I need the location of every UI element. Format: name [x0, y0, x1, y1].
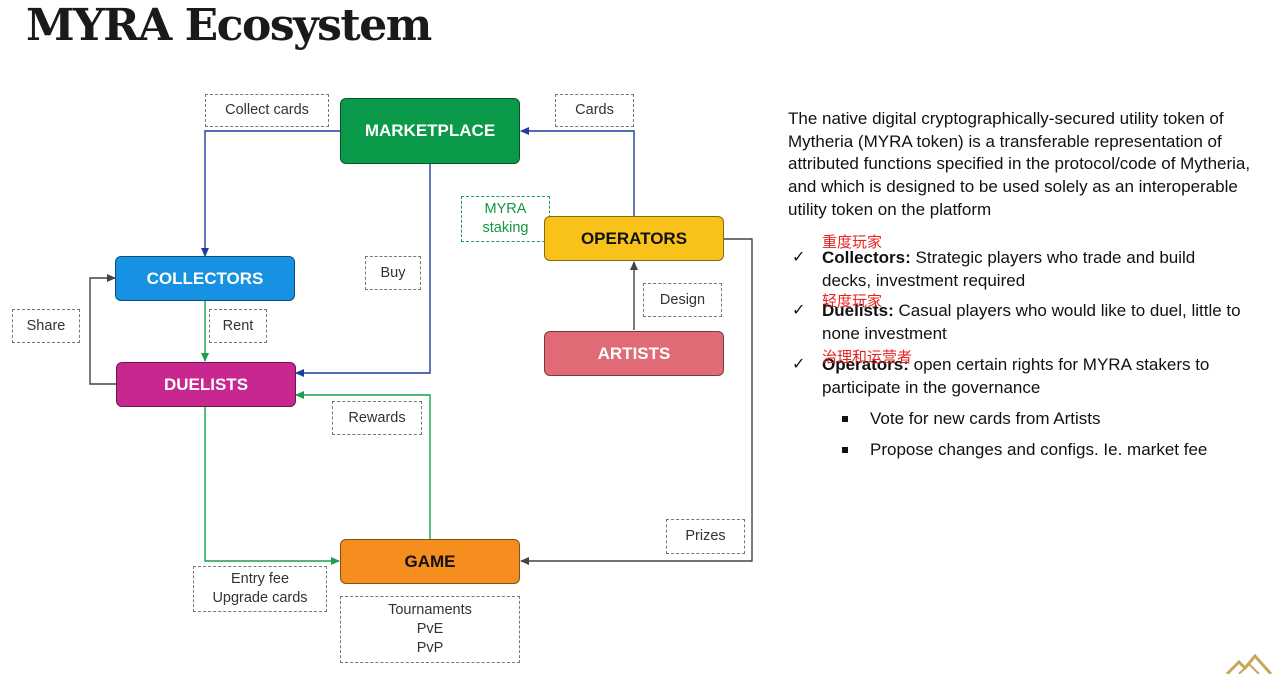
label-rewards-text: Rewards [348, 409, 406, 426]
label-design-text: Design [659, 291, 706, 308]
node-marketplace: MARKETPLACE [340, 98, 520, 164]
label-design: Design [643, 283, 722, 317]
role-name: Collectors: [822, 248, 911, 267]
label-prizes: Prizes [666, 519, 745, 554]
node-artists: ARTISTS [544, 331, 724, 376]
label-cards: Cards [555, 94, 634, 127]
node-game: GAME [340, 539, 520, 584]
role-list: ✓ Collectors: Strategic players who trad… [792, 247, 1242, 407]
check-icon: ✓ [792, 249, 806, 266]
edge-marketplace-collectors [201, 130, 340, 257]
label-entry-fee-line2: Upgrade cards [212, 590, 308, 606]
edge-operators-game [520, 238, 753, 565]
mountain-logo-icon [1225, 653, 1273, 674]
label-game-modes-line3: PvP [416, 640, 444, 656]
square-bullet-icon [842, 447, 848, 453]
label-buy: Buy [365, 256, 421, 290]
edge-duelists-collectors [89, 274, 116, 385]
label-buy-text: Buy [380, 264, 406, 281]
role-item-operators: ✓ Operators: open certain rights for MYR… [792, 354, 1242, 399]
label-rent: Rent [209, 309, 267, 343]
operator-rights-list: Vote for new cards from Artists Propose … [840, 408, 1260, 470]
node-operators: OPERATORS [544, 216, 724, 261]
operator-right-text: Propose changes and configs. Ie. market … [870, 440, 1208, 459]
label-rewards: Rewards [332, 401, 422, 435]
edge-operators-marketplace [520, 127, 635, 216]
annotation-operators: 治理和运营者 [822, 348, 913, 366]
label-game-modes-line1: Tournaments [388, 602, 472, 618]
label-share: Share [12, 309, 80, 343]
role-text: Strategic players who trade and build de… [822, 248, 1196, 290]
label-rent-text: Rent [222, 317, 254, 334]
label-myra-staking-line2: staking [482, 220, 529, 236]
token-description: The native digital cryptographically-sec… [788, 109, 1251, 219]
check-icon: ✓ [792, 355, 806, 373]
label-game-modes-line2: PvE [416, 621, 444, 637]
node-collectors: COLLECTORS [115, 256, 295, 301]
label-entry-fee-line1: Entry fee [230, 571, 290, 587]
annotation-collectors: 重度玩家 [822, 233, 883, 251]
role-name: Duelists: [822, 301, 894, 321]
operator-right-text: Vote for new cards from Artists [870, 409, 1101, 428]
label-cards-text: Cards [575, 102, 614, 118]
page-title: MYRA Ecosystem [26, 0, 432, 51]
role-text: Casual players who would like to duel, l… [822, 301, 1241, 344]
edge-game-duelists [295, 391, 431, 539]
edge-marketplace-duelists [295, 164, 431, 377]
check-icon: ✓ [792, 302, 806, 320]
label-prizes-text: Prizes [685, 528, 726, 544]
operator-right-item: Vote for new cards from Artists [840, 408, 1260, 439]
label-collect-cards: Collect cards [205, 94, 329, 127]
label-collect-cards-text: Collect cards [225, 102, 309, 118]
label-entry-fee: Entry fee Upgrade cards [193, 566, 327, 612]
label-myra-staking: MYRA staking [461, 196, 550, 242]
label-myra-staking-line1: MYRA [484, 201, 527, 217]
annotation-duelists: 轻度玩家 [822, 292, 883, 310]
node-duelists: DUELISTS [116, 362, 296, 407]
label-share-text: Share [26, 317, 66, 334]
role-item-collectors: ✓ Collectors: Strategic players who trad… [792, 247, 1242, 292]
role-name: Operators: [822, 354, 909, 374]
operator-right-item: Propose changes and configs. Ie. market … [840, 439, 1260, 470]
label-game-modes: Tournaments PvE PvP [340, 596, 520, 663]
role-text: open certain rights for MYRA stakers to … [822, 354, 1210, 397]
edge-duelists-game [204, 407, 340, 565]
square-bullet-icon [842, 416, 848, 422]
role-item-duelists: ✓ Duelists: Casual players who would lik… [792, 300, 1242, 345]
